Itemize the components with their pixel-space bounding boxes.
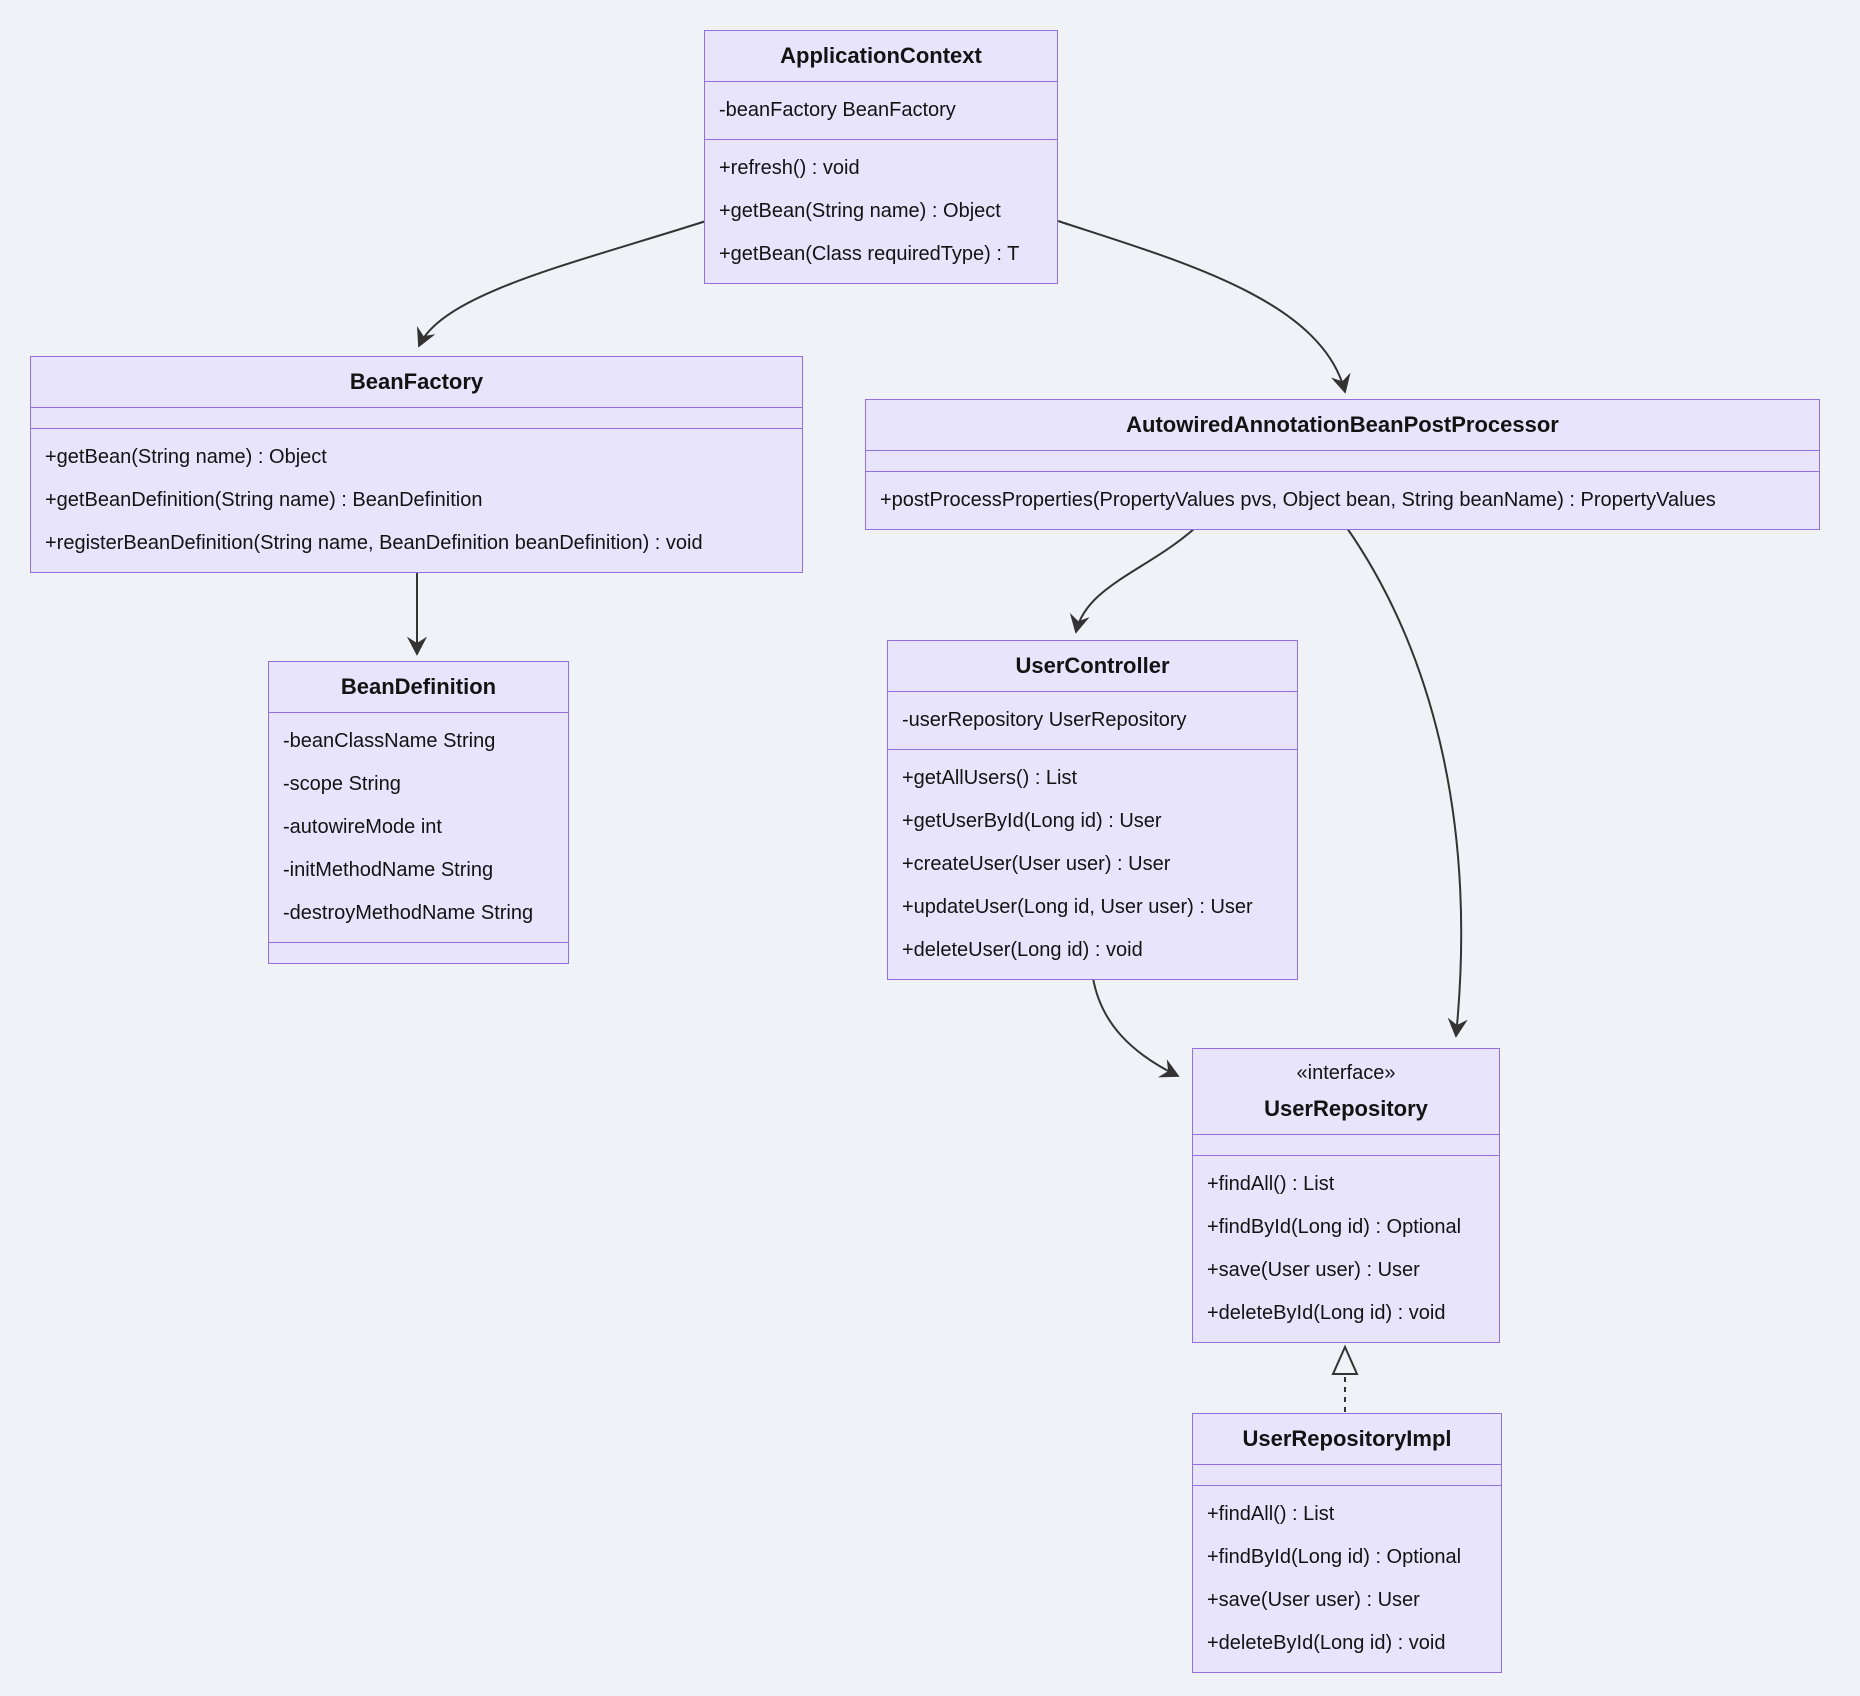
- class-member: +save(User user) : User: [1207, 1259, 1420, 1281]
- class-name: BeanDefinition: [340, 674, 497, 699]
- class-member: +deleteUser(Long id) : void: [902, 939, 1143, 961]
- class-member: +createUser(User user) : User: [902, 853, 1171, 875]
- class-member: +findAll() : List: [1207, 1173, 1335, 1195]
- class-member: +getBean(String name) : Object: [45, 446, 327, 468]
- class-title: UserRepositoryImpl: [1193, 1414, 1501, 1464]
- class-member: -autowireMode int: [283, 816, 442, 838]
- class-member: +deleteById(Long id) : void: [1207, 1302, 1446, 1324]
- attributes-compartment: [1193, 1464, 1501, 1485]
- class-member: +registerBeanDefinition(String name, Bea…: [45, 532, 703, 554]
- class-member: +findById(Long id) : Optional: [1207, 1546, 1462, 1568]
- realization-triangle-icon: [1331, 1344, 1359, 1375]
- class-member: +getBeanDefinition(String name) : BeanDe…: [45, 489, 483, 511]
- class-user-repository-impl: UserRepositoryImpl +findAll() : List+fin…: [1192, 1413, 1502, 1673]
- methods-compartment: +refresh() : void +getBean(String name) :…: [705, 139, 1057, 283]
- edge-autowiredprocessor-usercontroller: [1069, 527, 1196, 634]
- class-member: +updateUser(Long id, User user) : User: [902, 896, 1253, 918]
- class-member: -scope String: [283, 773, 401, 795]
- class-title: BeanFactory: [31, 357, 802, 407]
- class-member: +getAllUsers() : List: [902, 767, 1078, 789]
- class-member: +postProcessProperties(PropertyValues pv…: [880, 489, 1716, 511]
- class-application-context: ApplicationContext -beanFactory BeanFact…: [704, 30, 1058, 284]
- class-bean-factory: BeanFactory +getBean(String name) : Obje…: [30, 356, 803, 573]
- attributes-compartment: -beanFactory BeanFactory: [705, 81, 1057, 139]
- attributes-compartment: [866, 450, 1819, 471]
- edge-usercontroller-userrepository: [1092, 977, 1180, 1078]
- class-member: +findAll() : List: [1207, 1503, 1335, 1525]
- class-autowired-annotation-bean-post-processor: AutowiredAnnotationBeanPostProcessor +po…: [865, 399, 1820, 530]
- class-title: «interface» UserRepository: [1193, 1049, 1499, 1134]
- edge-applicationcontext-autowiredprocessor: [1057, 220, 1351, 394]
- class-name: UserController: [1015, 653, 1170, 678]
- class-member: -destroyMethodName String: [283, 902, 534, 924]
- class-bean-definition: BeanDefinition -beanClassName String -sco…: [268, 661, 569, 964]
- methods-compartment: +findAll() : List +findById(Long id) : Op…: [1193, 1485, 1501, 1672]
- methods-compartment: +findAll() : List +findById(Long id) : Op…: [1193, 1155, 1499, 1342]
- class-member: +deleteById(Long id) : void: [1207, 1632, 1446, 1654]
- class-member: +save(User user) : User: [1207, 1589, 1420, 1611]
- edge-autowiredprocessor-userrepository: [1346, 527, 1468, 1038]
- class-member: +getBean(Class requiredType) : T: [719, 243, 1020, 265]
- class-name: UserRepository: [1264, 1096, 1428, 1121]
- class-member: +getBean(String name) : Object: [719, 200, 1001, 222]
- class-member: -beanFactory BeanFactory: [719, 99, 956, 121]
- class-name: BeanFactory: [349, 369, 484, 394]
- methods-compartment: +getBean(String name) : Object +getBeanDe…: [31, 428, 802, 572]
- class-title: BeanDefinition: [269, 662, 568, 712]
- class-name: ApplicationContext: [780, 43, 982, 68]
- class-member: -initMethodName String: [283, 859, 494, 881]
- class-name: AutowiredAnnotationBeanPostProcessor: [1126, 412, 1559, 437]
- edge-applicationcontext-beanfactory: [417, 220, 707, 348]
- attributes-compartment: [31, 407, 802, 428]
- methods-compartment: +getAllUsers() : List +getUserById(Long i…: [888, 749, 1297, 979]
- class-stereotype: «interface»: [1296, 1062, 1396, 1084]
- class-title: UserController: [888, 641, 1297, 691]
- attributes-compartment: -beanClassName String -scope String -autow…: [269, 712, 568, 942]
- methods-compartment: +postProcessProperties(PropertyValues pv…: [866, 471, 1819, 529]
- attributes-compartment: -userRepository UserRepository: [888, 691, 1297, 749]
- class-member: +findById(Long id) : Optional: [1207, 1216, 1462, 1238]
- class-title: AutowiredAnnotationBeanPostProcessor: [866, 400, 1819, 450]
- class-user-controller: UserController -userRepository UserRepos…: [887, 640, 1298, 980]
- class-member: -userRepository UserRepository: [902, 709, 1187, 731]
- class-name: UserRepositoryImpl: [1242, 1426, 1452, 1451]
- class-member: -beanClassName String: [283, 730, 496, 752]
- methods-compartment: [269, 942, 568, 963]
- class-member: +getUserById(Long id) : User: [902, 810, 1162, 832]
- class-title: ApplicationContext: [705, 31, 1057, 81]
- class-member: +refresh() : void: [719, 157, 860, 179]
- attributes-compartment: [1193, 1134, 1499, 1155]
- class-user-repository: «interface» UserRepository +findAll() : …: [1192, 1048, 1500, 1343]
